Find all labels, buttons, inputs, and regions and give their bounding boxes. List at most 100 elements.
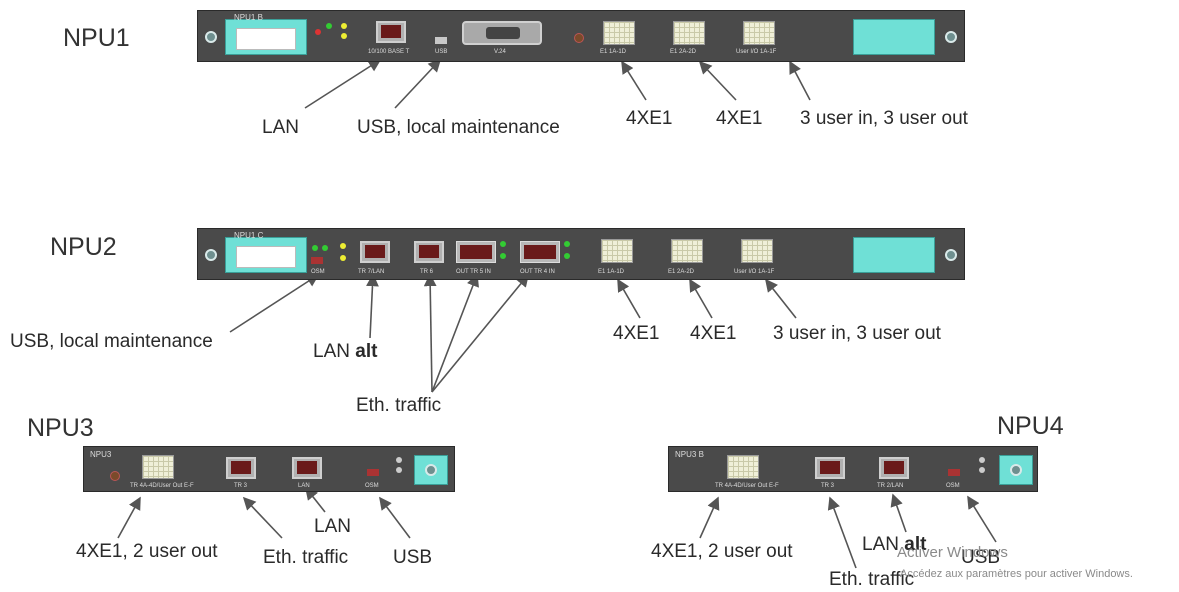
npu2-lan-label: LAN alt <box>313 341 377 363</box>
npu4-led1 <box>979 457 985 463</box>
npu3-lan-caption: LAN <box>298 483 310 489</box>
arrow-npu2-eth1 <box>423 273 437 393</box>
arrow-npu2-e1a <box>617 278 641 319</box>
npu2-tr5-port <box>456 241 496 263</box>
arrow-npu3-eth <box>242 496 283 539</box>
npu2-e1b-label: 4XE1 <box>690 323 737 344</box>
npu3-title: NPU3 <box>27 414 94 442</box>
windows-activation-watermark-title: Activer Windows <box>897 544 1008 561</box>
npu1-led-yellow1 <box>341 23 347 29</box>
arrow-npu3-lan <box>305 486 326 513</box>
arrow-npu4-lan <box>890 493 907 533</box>
arrow-npu1-e1a <box>621 60 647 101</box>
arrow-npu4-e1 <box>699 496 720 539</box>
npu4-handle <box>999 455 1033 485</box>
npu1-e1a-caption: E1 1A-1D <box>600 49 627 55</box>
npu1-userio-caption: User I/O 1A-1F <box>736 49 777 55</box>
npu1-v24-port <box>462 21 542 45</box>
arrow-npu4-usb <box>967 495 997 543</box>
npu4-led2 <box>979 467 985 473</box>
npu1-userio-port <box>743 21 775 45</box>
npu2-right-handle <box>853 237 935 273</box>
npu1-v24-caption: V.24 <box>494 49 506 55</box>
npu1-left-handle <box>225 19 307 55</box>
npu2-e1b-caption: E1 2A-2D <box>668 269 695 275</box>
npu2-userio-port <box>741 239 773 263</box>
arrow-npu3-usb <box>379 496 411 539</box>
npu1-led-yellow2 <box>341 33 347 39</box>
npu2-e1a-label: 4XE1 <box>613 323 660 344</box>
npu2-e1-port-a <box>601 239 633 263</box>
npu3-e1-label: 4XE1, 2 user out <box>76 541 218 562</box>
npu2-lan-label-suffix: alt <box>355 341 378 362</box>
npu1-e1-port-a <box>603 21 635 45</box>
npu2-tr7-caption: TR 7/LAN <box>358 269 385 275</box>
arrow-npu4-eth <box>827 496 857 569</box>
npu4-panel: NPU3 B TR 4A-4D/User Out E-F TR 3 TR 2/L… <box>668 446 1038 492</box>
npu2-led-yellow2 <box>340 255 346 261</box>
npu1-e1-port-b <box>673 21 705 45</box>
npu2-tr4-port <box>520 241 560 263</box>
npu1-panel-label: NPU1 B <box>234 13 263 22</box>
npu4-tr3-port <box>815 457 845 479</box>
arrow-npu3-e1 <box>117 496 141 539</box>
npu3-tr3-caption: TR 3 <box>234 483 248 489</box>
npu1-e1a-label: 4XE1 <box>626 108 673 129</box>
npu1-left-screw <box>205 31 217 43</box>
npu1-e1b-caption: E1 2A-2D <box>670 49 697 55</box>
npu4-screw <box>1010 464 1022 476</box>
npu2-tr5-caption: OUT TR 5 IN <box>456 269 491 275</box>
npu4-panel-label: NPU3 B <box>675 450 704 459</box>
npu3-lan-label: LAN <box>314 516 351 537</box>
npu2-panel: NPU1 C OSM TR 7/LAN TR 6 OUT TR 5 IN OUT… <box>197 228 965 280</box>
arrow-npu1-userio <box>789 60 811 101</box>
arrow-npu2-eth3 <box>431 273 530 393</box>
npu3-panel: NPU3 TR 4A-4D/User Out E-F TR 3 LAN OSM <box>83 446 455 492</box>
npu2-led-green1 <box>312 245 318 251</box>
npu3-screw <box>425 464 437 476</box>
npu4-osm-caption: OSM <box>946 483 960 489</box>
npu1-ground-knob <box>574 33 584 43</box>
npu3-usb-label: USB <box>393 547 433 568</box>
npu4-tr2-caption: TR 2/LAN <box>877 483 904 489</box>
npu2-eth-label: Eth. traffic <box>356 395 442 416</box>
npu1-lan-caption: 10/100 BASE T <box>368 49 410 55</box>
npu4-lan-label-suffix: alt <box>904 534 927 555</box>
arrow-npu2-e1b <box>689 278 713 319</box>
npu4-e1-label: 4XE1, 2 user out <box>651 541 793 562</box>
npu4-e1-caption: TR 4A-4D/User Out E-F <box>715 483 779 489</box>
npu2-e1-port-b <box>671 239 703 263</box>
npu4-tr3-caption: TR 3 <box>821 483 835 489</box>
npu4-tr2-port <box>879 457 909 479</box>
npu2-lan-label-prefix: LAN <box>313 341 350 362</box>
npu1-usb-caption: USB <box>435 49 448 55</box>
npu4-e1-port <box>727 455 759 479</box>
npu4-lan-label: LAN alt <box>862 534 926 556</box>
npu2-tr6-port <box>414 241 444 263</box>
npu1-usb-port <box>435 37 447 44</box>
npu2-left-screw <box>205 249 217 261</box>
npu3-e1-caption: TR 4A-4D/User Out E-F <box>130 483 194 489</box>
npu2-tr7-port <box>360 241 390 263</box>
npu1-usb-label: USB, local maintenance <box>357 117 560 138</box>
npu2-usb-label: USB, local maintenance <box>10 331 213 352</box>
npu4-osm-port <box>948 469 960 476</box>
npu3-osm-port <box>367 469 379 476</box>
npu2-tr4-led2 <box>564 253 570 259</box>
npu2-left-handle <box>225 237 307 273</box>
npu2-tr5-led1 <box>500 241 506 247</box>
npu3-lan-port <box>292 457 322 479</box>
arrow-npu2-userio <box>765 278 797 319</box>
arrow-npu2-usb <box>229 274 320 333</box>
npu2-title: NPU2 <box>50 233 117 261</box>
npu3-handle <box>414 455 448 485</box>
npu3-led2 <box>396 467 402 473</box>
npu3-ground-knob <box>110 471 120 481</box>
npu1-e1b-label: 4XE1 <box>716 108 763 129</box>
npu4-usb-label: USB <box>961 547 1001 568</box>
npu4-title: NPU4 <box>997 412 1064 440</box>
npu2-tr4-led1 <box>564 241 570 247</box>
npu2-right-screw <box>945 249 957 261</box>
npu3-osm-caption: OSM <box>365 483 379 489</box>
npu2-panel-label: NPU1 C <box>234 231 264 240</box>
